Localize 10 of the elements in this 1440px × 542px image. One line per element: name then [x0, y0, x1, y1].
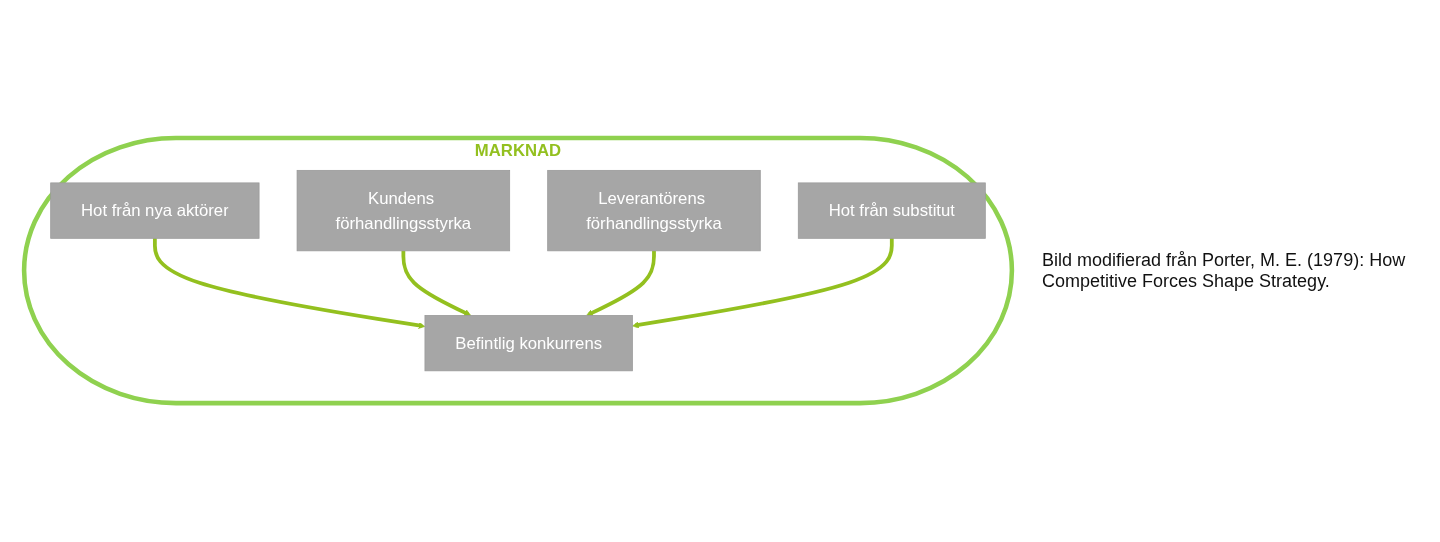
arrow [401, 251, 472, 317]
node-box: Hot från nya aktörer [50, 182, 260, 240]
node-box: Befintlig konkurrens [424, 315, 633, 372]
arrow [153, 238, 426, 330]
node-box: Hot från substitut [797, 182, 986, 240]
node-box: Kundens förhandlingsstyrka [296, 170, 511, 252]
arrow [632, 238, 894, 329]
node-box: Leverantörens förhandlingsstyrka [547, 170, 761, 252]
citation-note: Bild modifierad från Porter, M. E. (1979): How Competitive Forces Shape Strategy. [1042, 250, 1407, 292]
arrow [586, 251, 656, 317]
